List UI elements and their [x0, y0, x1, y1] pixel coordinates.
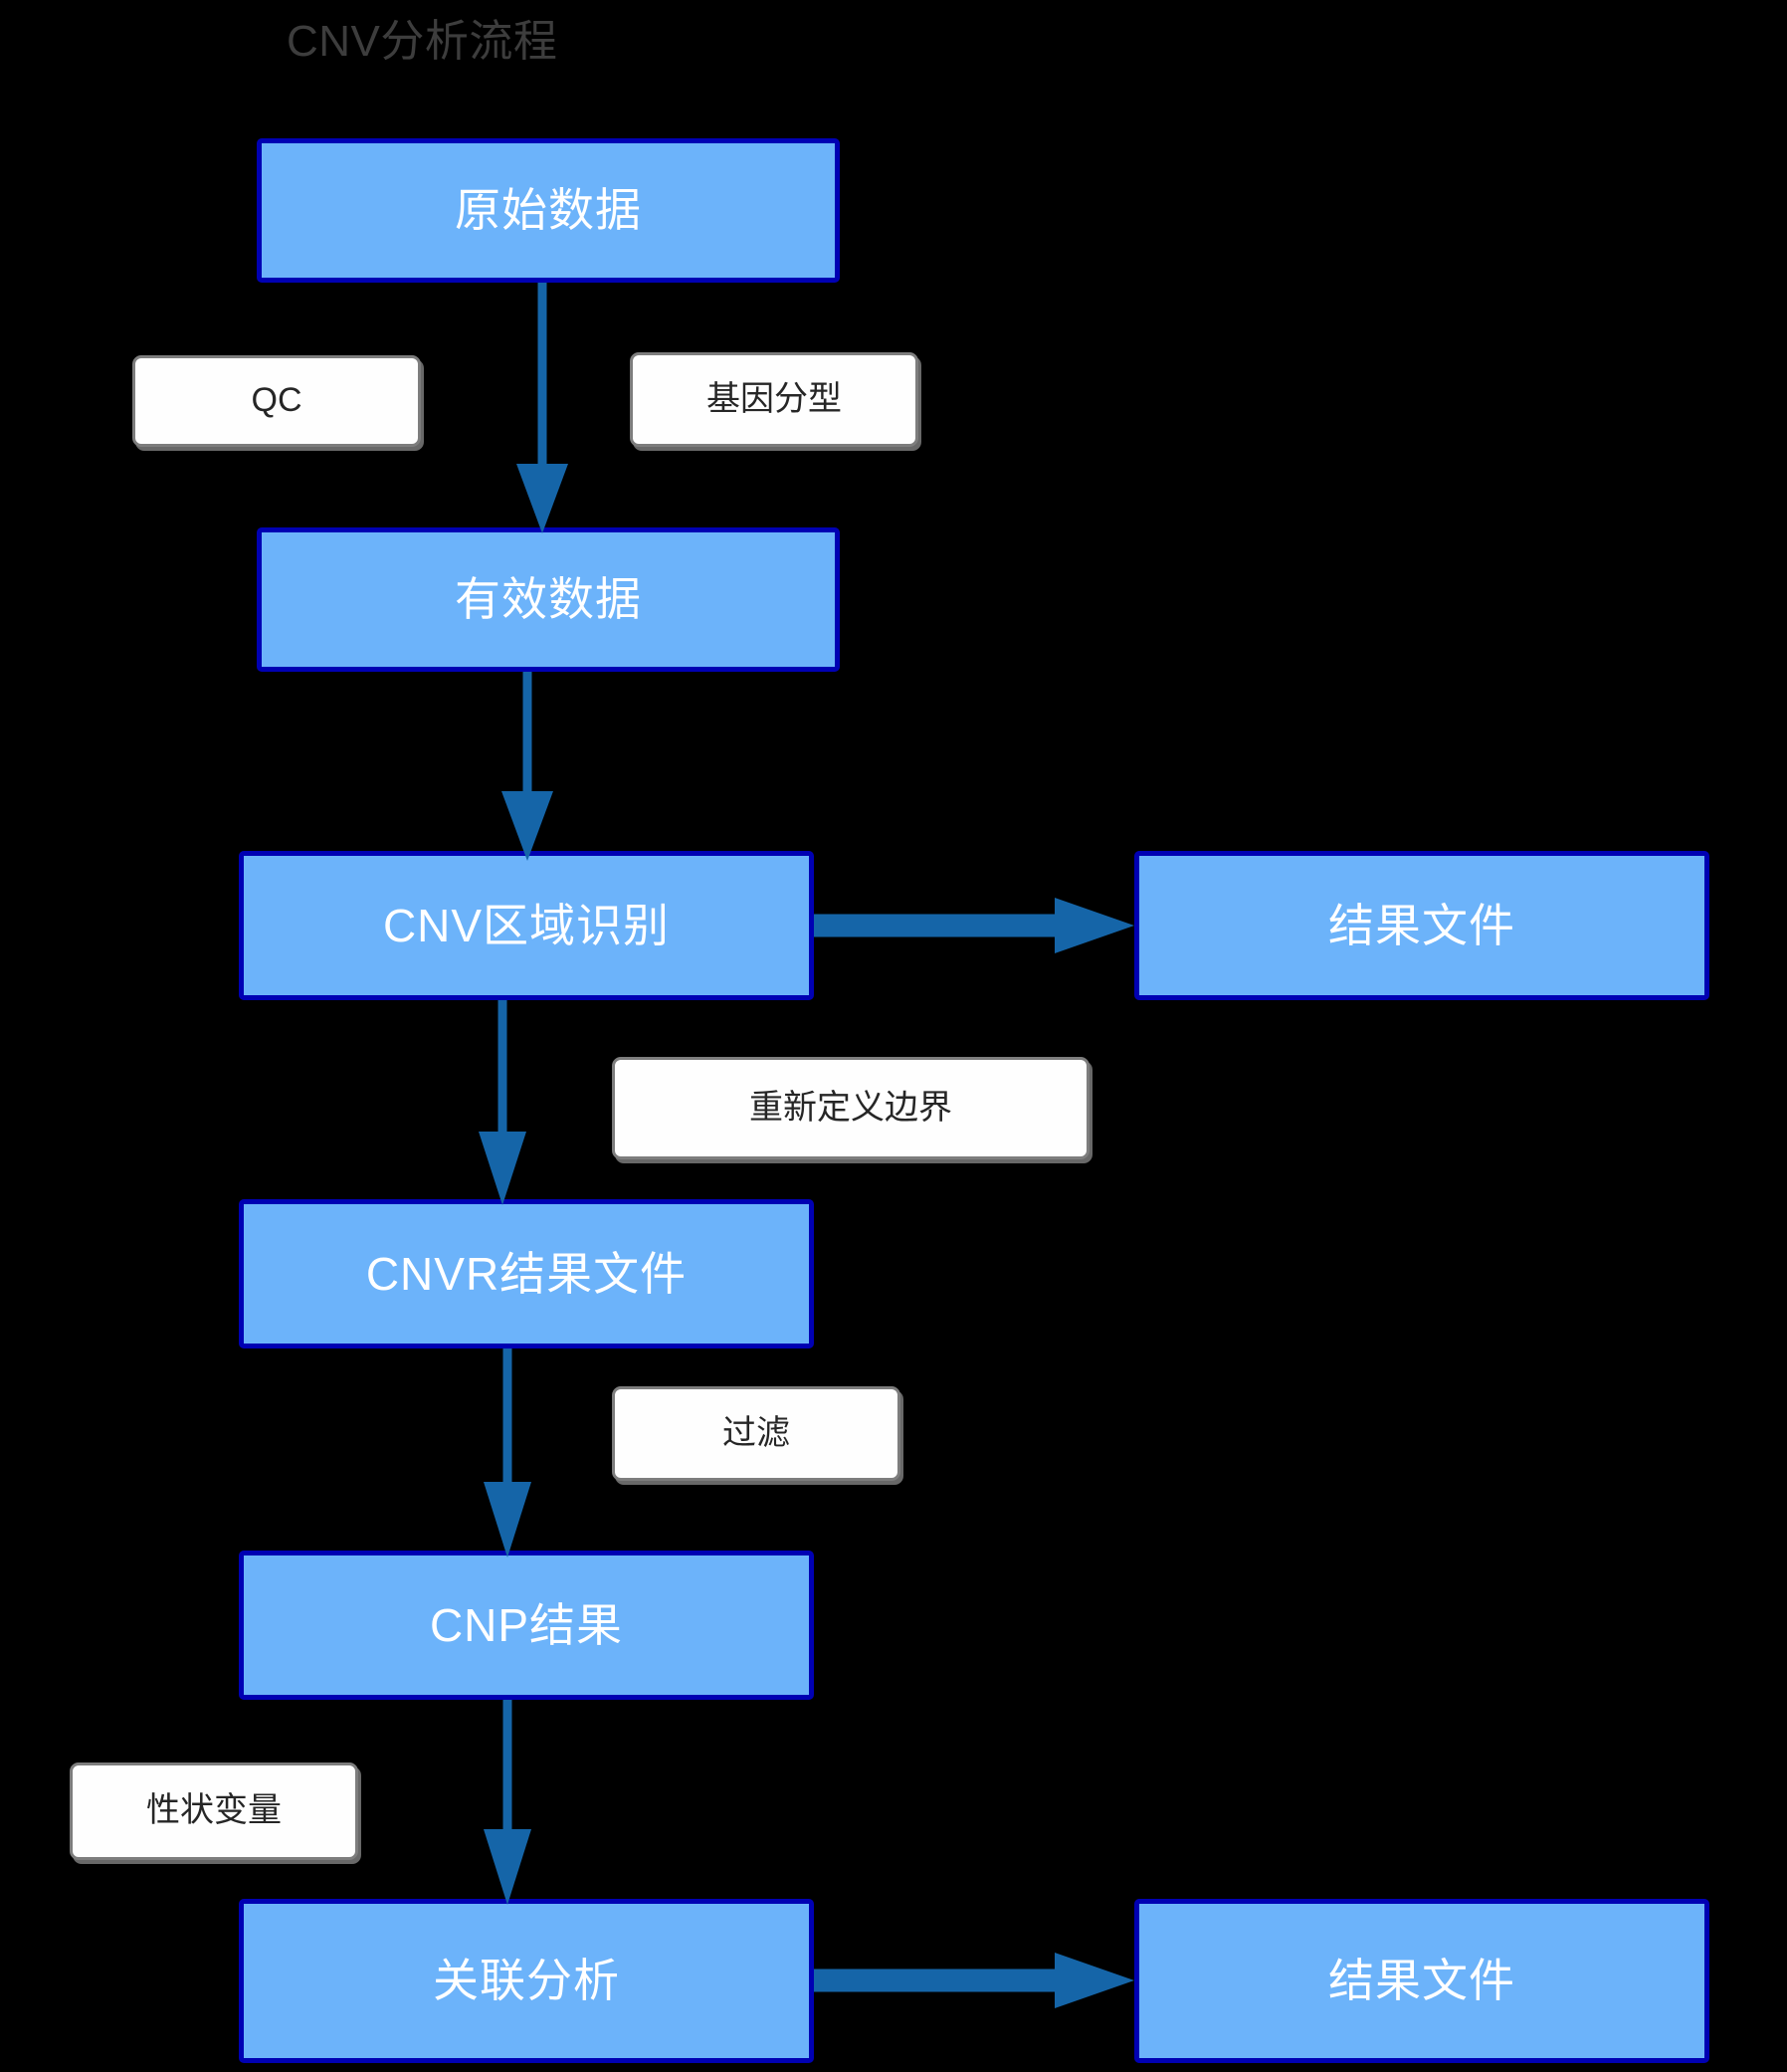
edge-label-text: 过滤	[722, 1413, 790, 1452]
arrow-cnvr-result-to-cnp-result	[468, 1348, 547, 1557]
node-result-file-1[interactable]: 结果文件	[1134, 851, 1709, 1000]
edge-label-redefine: 重新定义边界	[612, 1057, 1090, 1159]
edge-label-qc: QC	[132, 355, 421, 447]
arrow-valid-data-to-cnv-region	[488, 672, 567, 861]
edge-label-text: 基因分型	[706, 379, 842, 418]
node-label: 结果文件	[1328, 899, 1515, 951]
edge-label-text: QC	[251, 381, 302, 420]
node-result-file-2[interactable]: 结果文件	[1134, 1899, 1709, 2063]
edge-label-genotyping: 基因分型	[630, 352, 918, 447]
edge-label-text: 重新定义边界	[749, 1088, 952, 1127]
node-label: 原始数据	[455, 184, 642, 237]
arrow-raw-data-to-valid-data	[502, 283, 582, 533]
edge-label-filter: 过滤	[612, 1386, 900, 1481]
node-label: 有效数据	[455, 573, 642, 626]
arrow-cnv-region-to-cnvr-result	[463, 1000, 542, 1205]
node-cnv-region[interactable]: CNV区域识别	[239, 851, 814, 1000]
node-cnp-result[interactable]: CNP结果	[239, 1551, 814, 1700]
node-label: 结果文件	[1328, 1955, 1515, 2007]
node-label: CNVR结果文件	[365, 1247, 688, 1300]
edge-label-trait: 性状变量	[70, 1762, 358, 1860]
page-title: CNV分析流程	[287, 17, 558, 66]
edge-label-text: 性状变量	[146, 1791, 282, 1830]
node-label: CNV区域识别	[382, 899, 671, 951]
arrow-cnp-result-to-assoc-analysis	[468, 1700, 547, 1905]
node-raw-data[interactable]: 原始数据	[257, 138, 840, 283]
node-cnvr-result[interactable]: CNVR结果文件	[239, 1199, 814, 1348]
node-assoc-analysis[interactable]: 关联分析	[239, 1899, 814, 2063]
arrow-assoc-analysis-to-result-file-2	[814, 1951, 1142, 2010]
arrow-cnv-region-to-result-file-1	[814, 896, 1142, 955]
node-label: 关联分析	[433, 1955, 620, 2007]
node-label: CNP结果	[429, 1598, 624, 1651]
node-valid-data[interactable]: 有效数据	[257, 527, 840, 672]
